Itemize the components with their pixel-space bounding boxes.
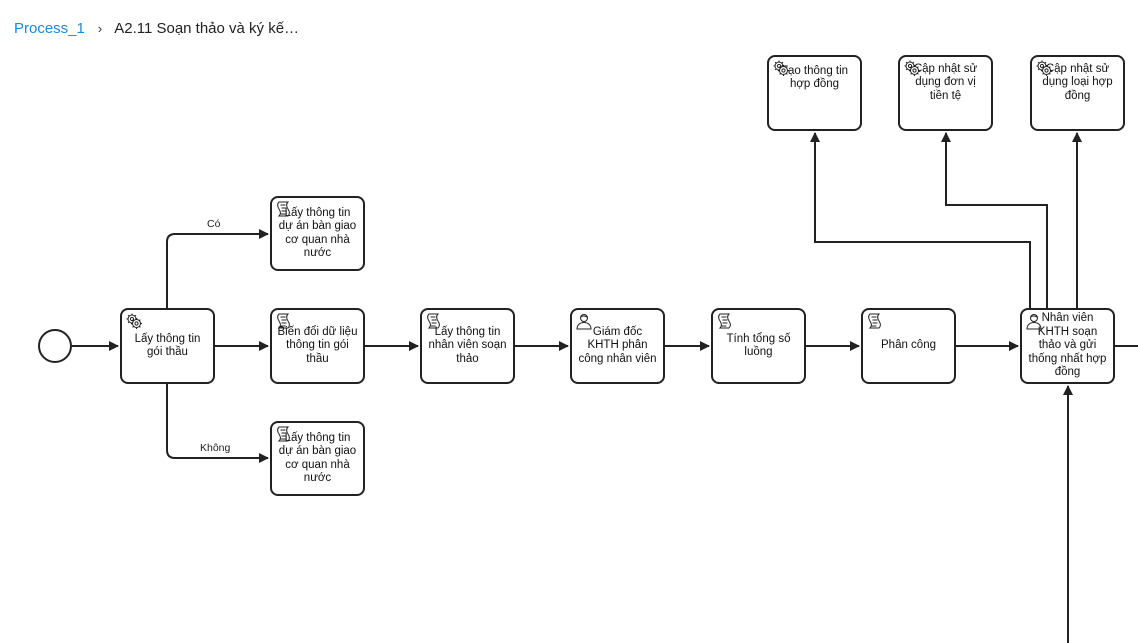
task-label: Nhân viên KHTH soạn thảo và gửi thống nh… [1028, 312, 1107, 379]
user-icon [575, 312, 593, 330]
task-tinh-tong-so-luong[interactable]: Tính tổng số luồng [711, 308, 806, 384]
task-lay-thong-tin-goi-thau[interactable]: Lấy thông tin gói thầu [120, 308, 215, 384]
task-label: Lấy thông tin gói thầu [134, 332, 201, 359]
script-icon [275, 200, 293, 218]
flow-up-tiente [941, 132, 1048, 308]
task-label: Lấy thông tin dự án bàn giao cơ quan nhà… [278, 206, 357, 260]
flow-label-co: Có [207, 218, 221, 230]
flow-up-taohd [810, 132, 1031, 308]
user-icon [1025, 312, 1043, 330]
flow-label-khong: Không [200, 442, 231, 454]
script-icon [275, 425, 293, 443]
task-label: Lấy thông tin dự án bàn giao cơ quan nhà… [278, 431, 357, 485]
task-label: Lấy thông tin nhân viên soạn thảo [428, 325, 507, 365]
script-icon [716, 312, 734, 330]
task-label: Biến đổi dữ liệu thông tin gói thầu [277, 325, 358, 365]
flow-co [166, 229, 269, 308]
task-phan-cong[interactable]: Phân công [861, 308, 956, 384]
task-bien-doi-du-lieu[interactable]: Biến đổi dữ liệu thông tin gói thầu [270, 308, 365, 384]
gear-icon [903, 59, 921, 77]
task-lay-thong-tin-du-an-co[interactable]: Lấy thông tin dự án bàn giao cơ quan nhà… [270, 196, 365, 271]
script-icon [866, 312, 884, 330]
task-nhan-vien-khth-soan-thao[interactable]: Nhân viên KHTH soạn thảo và gửi thống nh… [1020, 308, 1115, 384]
task-lay-thong-tin-nhan-vien[interactable]: Lấy thông tin nhân viên soạn thảo [420, 308, 515, 384]
task-label: Tạo thông tin hợp đồng [780, 64, 849, 91]
task-cap-nhat-don-vi-tien-te[interactable]: Cập nhật sử dụng đơn vị tiền tệ [898, 55, 993, 131]
start-event[interactable] [38, 329, 72, 363]
breadcrumb-current: A2.11 Soạn thảo và ký kế… [114, 19, 300, 37]
task-label: Cập nhật sử dụng đơn vị tiền tệ [913, 62, 978, 102]
script-icon [425, 312, 443, 330]
breadcrumb-separator: › [97, 20, 103, 36]
flow-khong [166, 384, 269, 463]
gear-icon [1035, 59, 1053, 77]
breadcrumb-root-link[interactable]: Process_1 [14, 19, 85, 37]
script-icon [275, 312, 293, 330]
breadcrumb: Process_1 › A2.11 Soạn thảo và ký kế… [14, 17, 299, 39]
task-label: Cập nhật sử dụng loại hợp đồng [1042, 62, 1113, 102]
gear-icon [772, 59, 790, 77]
task-label: Giám đốc KHTH phân công nhân viên [578, 325, 657, 365]
task-lay-thong-tin-du-an-khong[interactable]: Lấy thông tin dự án bàn giao cơ quan nhà… [270, 421, 365, 496]
task-tao-thong-tin-hop-dong[interactable]: Tạo thông tin hợp đồng [767, 55, 862, 131]
task-label: Phân công [881, 339, 936, 352]
task-cap-nhat-loai-hop-dong[interactable]: Cập nhật sử dụng loại hợp đồng [1030, 55, 1125, 131]
gear-icon [125, 312, 143, 330]
task-label: Tính tổng số luồng [726, 332, 791, 359]
task-giam-doc-phan-cong[interactable]: Giám đốc KHTH phân công nhân viên [570, 308, 665, 384]
